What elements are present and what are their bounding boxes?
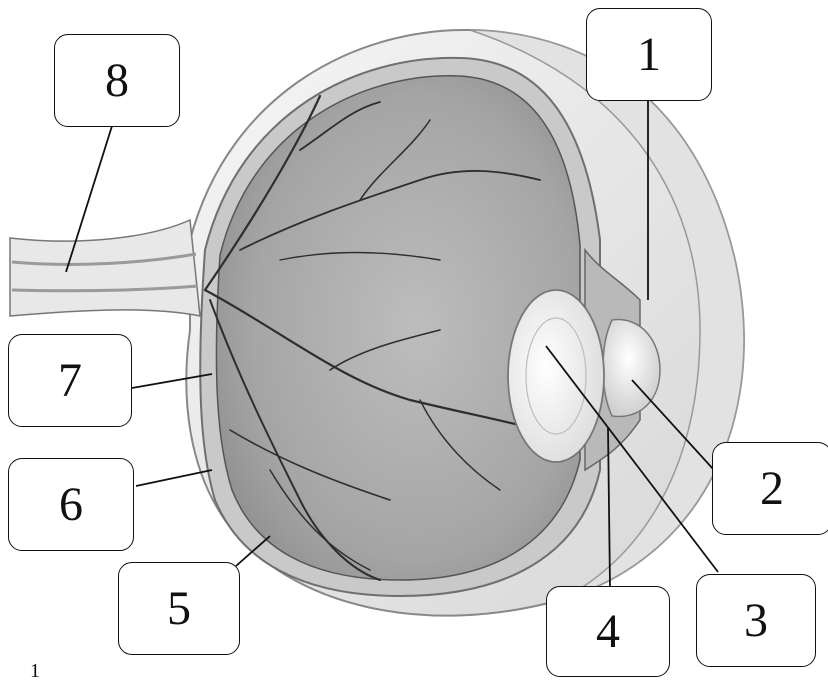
label-text-6: 6 (59, 477, 83, 532)
label-text-4: 4 (596, 604, 620, 659)
label-text-2: 2 (760, 461, 784, 516)
label-box-5: 5 (118, 562, 240, 655)
label-box-8: 8 (54, 34, 180, 127)
label-text-7: 7 (58, 353, 82, 408)
label-box-6: 6 (8, 458, 134, 551)
lens (508, 290, 604, 462)
label-box-1: 1 (586, 8, 712, 101)
label-box-7: 7 (8, 334, 132, 427)
optic-nerve (10, 220, 200, 316)
label-box-3: 3 (696, 574, 816, 667)
leader-line-6 (136, 470, 212, 486)
label-text-8: 8 (105, 53, 129, 108)
label-text-1: 1 (637, 27, 661, 82)
label-box-2: 2 (712, 442, 828, 535)
label-text-5: 5 (167, 581, 191, 636)
footer-mark: 1 (30, 660, 40, 683)
label-text-3: 3 (744, 593, 768, 648)
label-box-4: 4 (546, 586, 670, 677)
